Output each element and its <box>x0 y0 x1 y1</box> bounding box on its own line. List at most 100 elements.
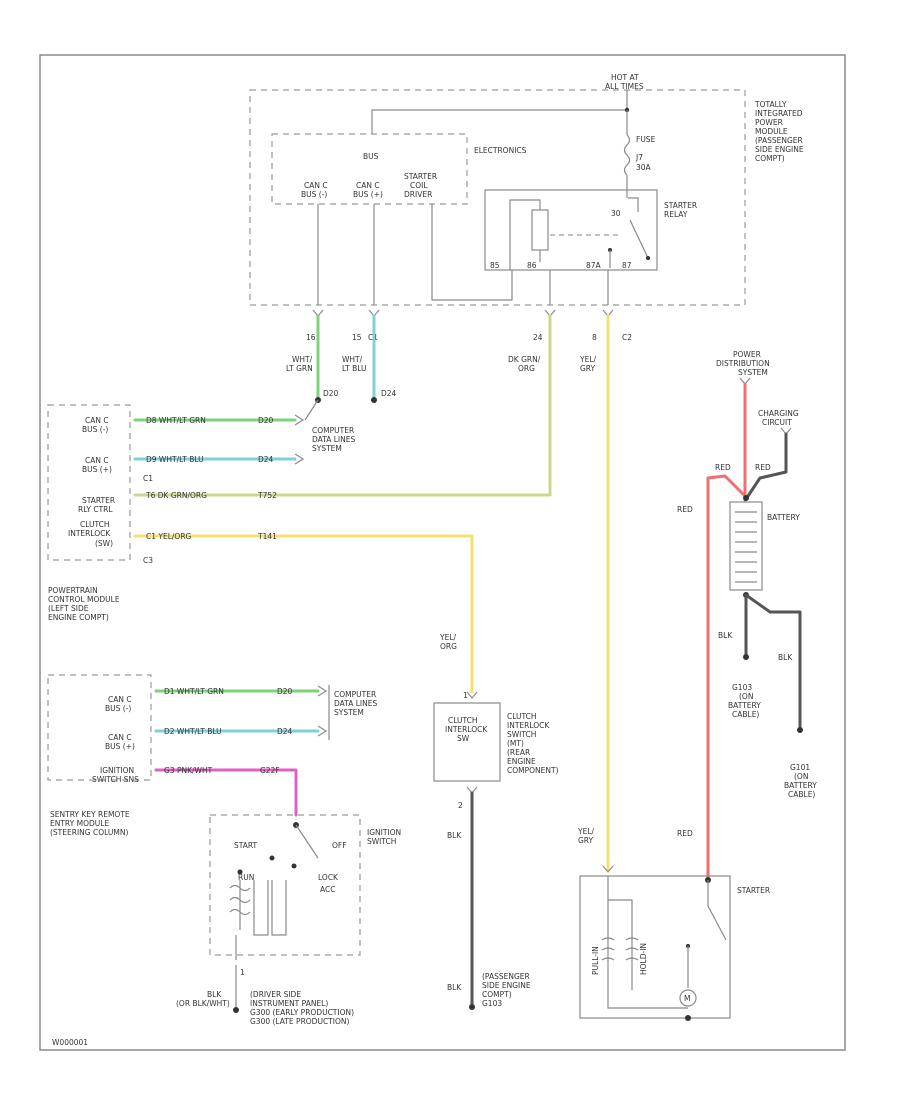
clutch-interlock-switch: YEL/ ORG CLUTCH INTERLOCK SW CLUTCH INTE… <box>433 633 559 1010</box>
relay-contact-pivot <box>646 256 650 260</box>
splice-d24-label: D24 <box>381 389 397 398</box>
skreem-can-minus-arrow <box>317 685 328 697</box>
ignition-ground-point <box>233 1007 239 1013</box>
t141-label: T141 <box>257 532 277 541</box>
pcm-c1-label: C1 <box>143 474 153 483</box>
tipm-connectors: 16 15 C1 24 8 C2 <box>306 309 632 342</box>
battery-positive-terminal <box>743 495 749 501</box>
ignition-pin-1: 1 <box>240 968 245 977</box>
relay-30-lead <box>628 197 639 212</box>
skreem-can-minus-label: CAN C BUS (-) <box>105 695 134 713</box>
skreem-can-plus-label: CAN C BUS (+) <box>105 733 135 751</box>
ignition-wiper <box>295 824 319 859</box>
bus-label: BUS <box>363 152 379 161</box>
pcm-label: POWERTRAIN CONTROL MODULE (LEFT SIDE ENG… <box>48 586 122 622</box>
relay-coil <box>531 209 549 251</box>
passenger-ground-label: (PASSENGER SIDE ENGINE COMPT) G103 <box>482 972 533 1008</box>
skreem-d24-label: D24 <box>277 727 293 736</box>
fuse-label: FUSE <box>636 135 656 144</box>
ignition-lock-label: LOCK <box>318 873 339 882</box>
tipm-label: TOTALLY INTEGRATED POWER MODULE (PASSENG… <box>754 100 806 163</box>
dk-grn-org-label: DK GRN/ ORG <box>508 355 543 373</box>
clutch-blk-label: BLK <box>447 831 462 840</box>
diagram-footer-code: W000001 <box>52 1038 88 1047</box>
ignition-run-label: RUN <box>238 873 254 882</box>
sentry-key-module: CAN C BUS (-) CAN C BUS (+) IGNITION SWI… <box>47 674 152 837</box>
splice-d24 <box>371 397 377 403</box>
skreem-d20-label: D20 <box>277 687 293 696</box>
ignition-run-circuit <box>253 880 287 936</box>
skreem-can-plus-arrow <box>317 725 328 737</box>
splice-d20-label: D20 <box>323 389 339 398</box>
ignition-off-label: OFF <box>332 841 347 850</box>
battery-label: BATTERY <box>767 513 800 522</box>
red-label-a: RED <box>715 463 731 472</box>
relay-pin-87: 87 <box>622 261 632 270</box>
pcm-d20-label: D20 <box>258 416 274 425</box>
g101-ground-label: G101 (ON BATTERY CABLE) <box>784 763 819 799</box>
charging-circuit-label: CHARGING CIRCUIT <box>758 409 801 427</box>
yel-gry-label-2: YEL/ GRY <box>577 827 596 845</box>
g103-ground-label: G103 (ON BATTERY CABLE) <box>728 683 763 719</box>
pcm-pin3-wire-label: T6 DK GRN/ORG <box>145 491 207 500</box>
ignition-run-contact <box>291 863 297 869</box>
fuse-symbol <box>623 134 631 176</box>
pcm-can-plus-arrow <box>294 453 305 465</box>
clutch-switch-inner-label: CLUTCH INTERLOCK SW <box>445 716 490 743</box>
red-label-b: RED <box>755 463 771 472</box>
pull-in-label: PULL-IN <box>591 946 600 975</box>
driver-ground-label: (DRIVER SIDE INSTRUMENT PANEL) G300 (EAR… <box>250 990 356 1026</box>
skreem-pin2-wire-label: D2 WHT/LT BLU <box>164 727 222 736</box>
c2-pin-8: 8 <box>592 333 597 342</box>
pcm-pin2-wire-label: D9 WHT/LT BLU <box>146 455 204 464</box>
pcm-starter-rly-ctrl-label: STARTER RLY CTRL <box>78 496 117 514</box>
starter-feed-arrow <box>602 865 614 873</box>
fuse-amperage: 30A <box>636 163 652 172</box>
ignition-acc-label: ACC <box>320 885 335 894</box>
bus-feed-wire <box>371 90 628 134</box>
skreem-wires: D1 WHT/LT GRN D20 D2 WHT/LT BLU D24 G3 P… <box>154 685 330 817</box>
powertrain-control-module: CAN C BUS (-) CAN C BUS (+) C1 STARTER R… <box>47 404 153 622</box>
clutch-switch-box <box>433 702 501 782</box>
clutch-pin1-arrow <box>466 691 478 699</box>
clutch-interlock-wire <box>133 534 474 694</box>
computer-data-lines-label-1: COMPUTER DATA LINES SYSTEM <box>312 426 358 453</box>
pcm-can-minus-arrow <box>294 414 305 426</box>
skreem-label: SENTRY KEY REMOTE ENTRY MODULE (STEERING… <box>50 810 132 837</box>
skreem-pin3-wire-label: G3 PNK/WHT <box>164 766 213 775</box>
pcm-d24-label: D24 <box>258 455 274 464</box>
starter-relay-label: STARTER RELAY <box>664 201 699 219</box>
c2-pin-24: 24 <box>533 333 543 342</box>
red-label-d: RED <box>677 829 693 838</box>
g22f-label: G22F <box>260 766 280 775</box>
starter-case-ground <box>685 1015 691 1021</box>
relay-pin-87a: 87A <box>586 261 602 270</box>
c1-pin-15: 15 <box>352 333 362 342</box>
starter-internal-return <box>607 876 688 1009</box>
ignition-sense-wire <box>154 768 298 817</box>
pcm-pin4-wire-label: C1 YEL/ORG <box>146 532 192 541</box>
electronics-label: ELECTRONICS <box>474 146 527 155</box>
red-label-c: RED <box>677 505 693 514</box>
electronics-outline <box>271 133 468 205</box>
all-times-label: ALL TIMES <box>605 82 644 91</box>
skreem-outline <box>47 674 152 781</box>
blk-bat1-label: BLK <box>718 631 733 640</box>
ignition-start-terminal <box>237 869 243 875</box>
pdc-label: POWER DISTRIBUTION SYSTEM <box>716 350 772 377</box>
can-bus-wires: WHT/ LT GRN WHT/ LT BLU D20 D24 <box>286 314 397 403</box>
battery-circuit: POWER DISTRIBUTION SYSTEM CHARGING CIRCU… <box>677 350 819 882</box>
starter-motor: YEL/ GRY STARTER PULL-IN HOLD-IN M <box>577 827 770 1021</box>
fuse-number: J7 <box>635 153 643 162</box>
g103-ground-point <box>743 654 749 660</box>
clutch-pin-1: 1 <box>463 691 468 700</box>
t752-label: T752 <box>257 491 277 500</box>
starter-motor-label: M <box>684 994 690 1003</box>
starter-coil-driver-label: STARTER COIL DRIVER <box>404 172 439 199</box>
ignition-start-coil <box>229 880 251 930</box>
blk-or-blk-wht-label: BLK (OR BLK/WHT) <box>176 990 230 1008</box>
relay-85-feed <box>509 199 520 270</box>
skreem-pin1-wire-label: D1 WHT/LT GRN <box>164 687 224 696</box>
clutch-ground-point <box>469 1004 475 1010</box>
